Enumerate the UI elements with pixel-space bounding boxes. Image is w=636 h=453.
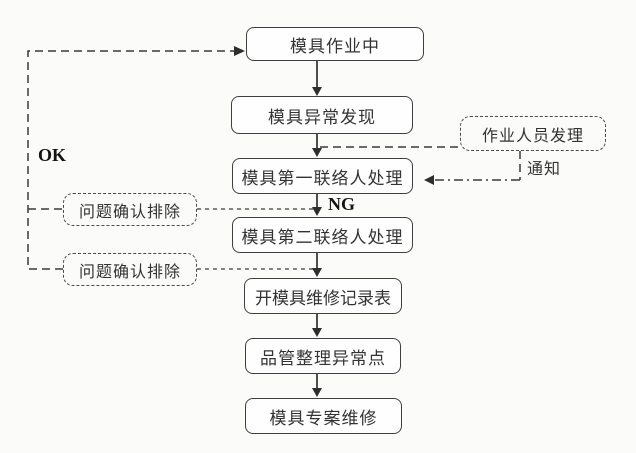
arrow-record-to-qc (312, 314, 322, 337)
arrow-start-to-abnormal (312, 61, 322, 96)
arrow-abnormal-to-first-contact (312, 134, 322, 157)
arrow-qc-to-special-repair (312, 374, 322, 397)
node-qc-summary: 品管整理异常点 (245, 338, 401, 374)
ok-feedback-line (27, 46, 245, 270)
notify-arrow-line (424, 175, 520, 185)
node-issue-resolved-2: 问题确认排除 (63, 253, 197, 286)
node-first-contact: 模具第一联络人处理 (232, 158, 413, 194)
ng-label: NG (328, 194, 355, 214)
node-special-repair: 模具专案维修 (245, 398, 402, 434)
node-start: 模具作业中 (246, 27, 424, 61)
arrow-second-contact-to-record (312, 253, 322, 277)
node-repair-record: 开模具维修记录表 (244, 278, 402, 314)
node-operator-handle: 作业人员发理 (460, 116, 606, 151)
arrow-first-to-second-contact-ng (312, 194, 322, 216)
ok-label: OK (38, 145, 67, 165)
node-abnormal-found: 模具异常发现 (231, 96, 413, 134)
node-second-contact: 模具第二联络人处理 (232, 217, 413, 253)
node-issue-resolved-1: 问题确认排除 (63, 193, 197, 226)
notify-label: 通知 (527, 161, 562, 178)
